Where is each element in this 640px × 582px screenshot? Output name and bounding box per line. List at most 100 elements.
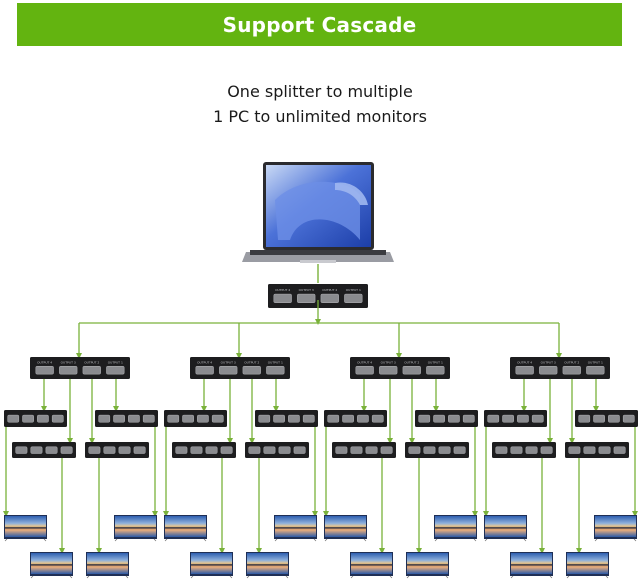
- hdmi-port-icon: [335, 446, 348, 454]
- banner-title: Support Cascade: [222, 12, 417, 37]
- monitor-icon: [86, 552, 129, 579]
- hdmi-port-icon: [37, 414, 49, 423]
- sub-splitter: [255, 410, 318, 427]
- hdmi-port-icon: [568, 446, 581, 454]
- port-label: OUTPUT 2: [404, 361, 419, 365]
- port-label: OUTPUT 4: [517, 361, 532, 365]
- title-banner: Support Cascade: [17, 3, 622, 46]
- monitor-foot: [484, 538, 488, 542]
- hdmi-port-icon: [327, 414, 340, 423]
- hdmi-port-icon: [7, 414, 20, 423]
- monitor-screen: [567, 553, 608, 574]
- monitor-icon: [434, 515, 477, 542]
- monitor-screen: [595, 516, 636, 537]
- splitter-body: [85, 442, 149, 458]
- monitor-icon: [30, 552, 73, 579]
- monitor-foot: [605, 575, 609, 579]
- hdmi-port-icon: [258, 414, 271, 423]
- monitor-icon: [190, 552, 233, 579]
- hdmi-port-icon: [88, 446, 101, 454]
- monitor-foot: [285, 575, 289, 579]
- hdmi-port-icon: [438, 446, 451, 454]
- monitor-icon: [484, 515, 527, 542]
- monitor-foot: [594, 538, 598, 542]
- splitter-body: [30, 357, 130, 379]
- hdmi-port-icon: [35, 365, 54, 375]
- sub-splitter: [332, 442, 396, 458]
- subtitle-line-1: One splitter to multiple: [227, 82, 413, 101]
- hdmi-port-icon: [106, 365, 125, 375]
- hdmi-port-icon: [59, 365, 78, 375]
- splitter-body: [12, 442, 76, 458]
- hdmi-port-icon: [15, 446, 28, 454]
- monitor-screen: [115, 516, 156, 537]
- monitor-foot: [473, 538, 477, 542]
- monitor-screen: [435, 516, 476, 537]
- monitor-foot: [43, 538, 47, 542]
- splitter-body: [415, 410, 478, 427]
- monitor-foot: [190, 575, 194, 579]
- hdmi-port-icon: [418, 414, 431, 423]
- port-label: OUTPUT 4: [357, 361, 372, 365]
- monitor-foot: [313, 538, 317, 542]
- subtitle-line-2: 1 PC to unlimited monitors: [213, 107, 427, 126]
- splitter-body: [484, 410, 547, 427]
- sub-splitter: [85, 442, 149, 458]
- sub-splitter: [324, 410, 387, 427]
- monitor-icon: [246, 552, 289, 579]
- port-label: OUTPUT 4: [37, 361, 52, 365]
- hdmi-port-icon: [167, 414, 180, 423]
- monitor-screen: [191, 553, 232, 574]
- monitor-icon: [164, 515, 207, 542]
- monitor-foot: [164, 538, 168, 542]
- splitter-body: [332, 442, 396, 458]
- monitor-icon: [594, 515, 637, 542]
- hdmi-port-icon: [302, 414, 315, 423]
- hdmi-port-icon: [273, 293, 292, 303]
- hdmi-port-icon: [219, 365, 238, 375]
- monitor-foot: [434, 538, 438, 542]
- laptop-icon: [242, 162, 394, 263]
- hdmi-port-icon: [540, 446, 553, 454]
- hdmi-port-icon: [448, 414, 460, 423]
- monitor-foot: [350, 575, 354, 579]
- monitor-screen: [5, 516, 46, 537]
- hdmi-port-icon: [263, 446, 276, 454]
- hdmi-port-icon: [82, 365, 101, 375]
- splitter-body: [164, 410, 227, 427]
- sub-splitter: [4, 410, 67, 427]
- splitter-body: [324, 410, 387, 427]
- splitter-body: [350, 357, 450, 379]
- hdmi-port-icon: [266, 365, 285, 375]
- hdmi-port-icon: [220, 446, 233, 454]
- port-label: OUTPUT 3: [381, 361, 396, 365]
- hdmi-port-icon: [355, 365, 374, 375]
- port-label: OUTPUT 4: [275, 288, 290, 292]
- port-label: OUTPUT 2: [244, 361, 259, 365]
- monitor-foot: [69, 575, 73, 579]
- port-label: OUTPUT 3: [61, 361, 76, 365]
- hdmi-port-icon: [495, 446, 508, 454]
- splitter-body: [95, 410, 158, 427]
- monitor-screen: [351, 553, 392, 574]
- hdmi-port-icon: [608, 414, 620, 423]
- splitter-body: [268, 284, 368, 308]
- hdmi-port-icon: [22, 414, 34, 423]
- monitor-foot: [4, 538, 8, 542]
- monitor-icon: [406, 552, 449, 579]
- hdmi-port-icon: [142, 414, 155, 423]
- hdmi-port-icon: [622, 414, 635, 423]
- port-label: OUTPUT 3: [299, 288, 314, 292]
- hdmi-port-icon: [30, 446, 43, 454]
- hdmi-port-icon: [433, 414, 445, 423]
- sub-splitter: [172, 442, 236, 458]
- sub-splitter: [565, 442, 629, 458]
- hdmi-port-icon: [103, 446, 116, 454]
